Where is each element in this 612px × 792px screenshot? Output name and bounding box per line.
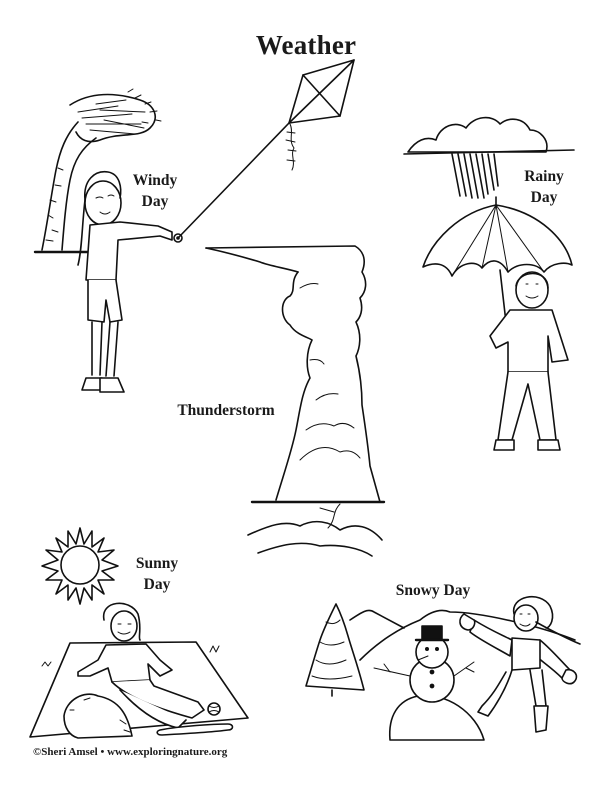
scene-label-sunny: Sunny Day: [132, 553, 182, 595]
page-title: Weather: [255, 30, 357, 60]
rainy-label-line2: Day: [530, 189, 558, 206]
sunny-label-line2: Day: [143, 576, 171, 593]
rainy-label-line1: Rainy: [524, 168, 564, 185]
scene-label-snowy: Snowy Day: [395, 582, 471, 599]
thunderstorm-cloud-icon: [205, 245, 386, 557]
sun-icon: [41, 527, 119, 605]
baseball-icon: [207, 702, 221, 716]
dog-icon: [63, 693, 133, 739]
sunny-label-line1: Sunny: [135, 555, 179, 572]
girl-flying-kite-icon: [77, 171, 183, 393]
girl-on-blanket-icon: [77, 602, 205, 729]
baseball-bat-icon: [156, 723, 234, 736]
wind-blown-tree-icon: [33, 88, 162, 254]
copyright-footer: ©Sheri Amsel • www.exploringnature.org: [33, 746, 228, 758]
snowy-pine-tree-icon: [305, 603, 365, 697]
scene-label-thunderstorm: Thunderstorm: [177, 402, 275, 419]
windy-label-line1: Windy: [132, 172, 178, 189]
kite-icon: [178, 59, 355, 238]
scene-label-windy: Windy Day: [130, 170, 180, 212]
snowman-icon: [373, 625, 485, 741]
child-in-snow-icon: [459, 596, 581, 733]
child-with-umbrella-icon: [489, 271, 569, 451]
windy-label-line2: Day: [141, 193, 169, 210]
rain-cloud-icon: [403, 116, 575, 199]
scene-label-rainy: Rainy Day: [519, 166, 569, 208]
